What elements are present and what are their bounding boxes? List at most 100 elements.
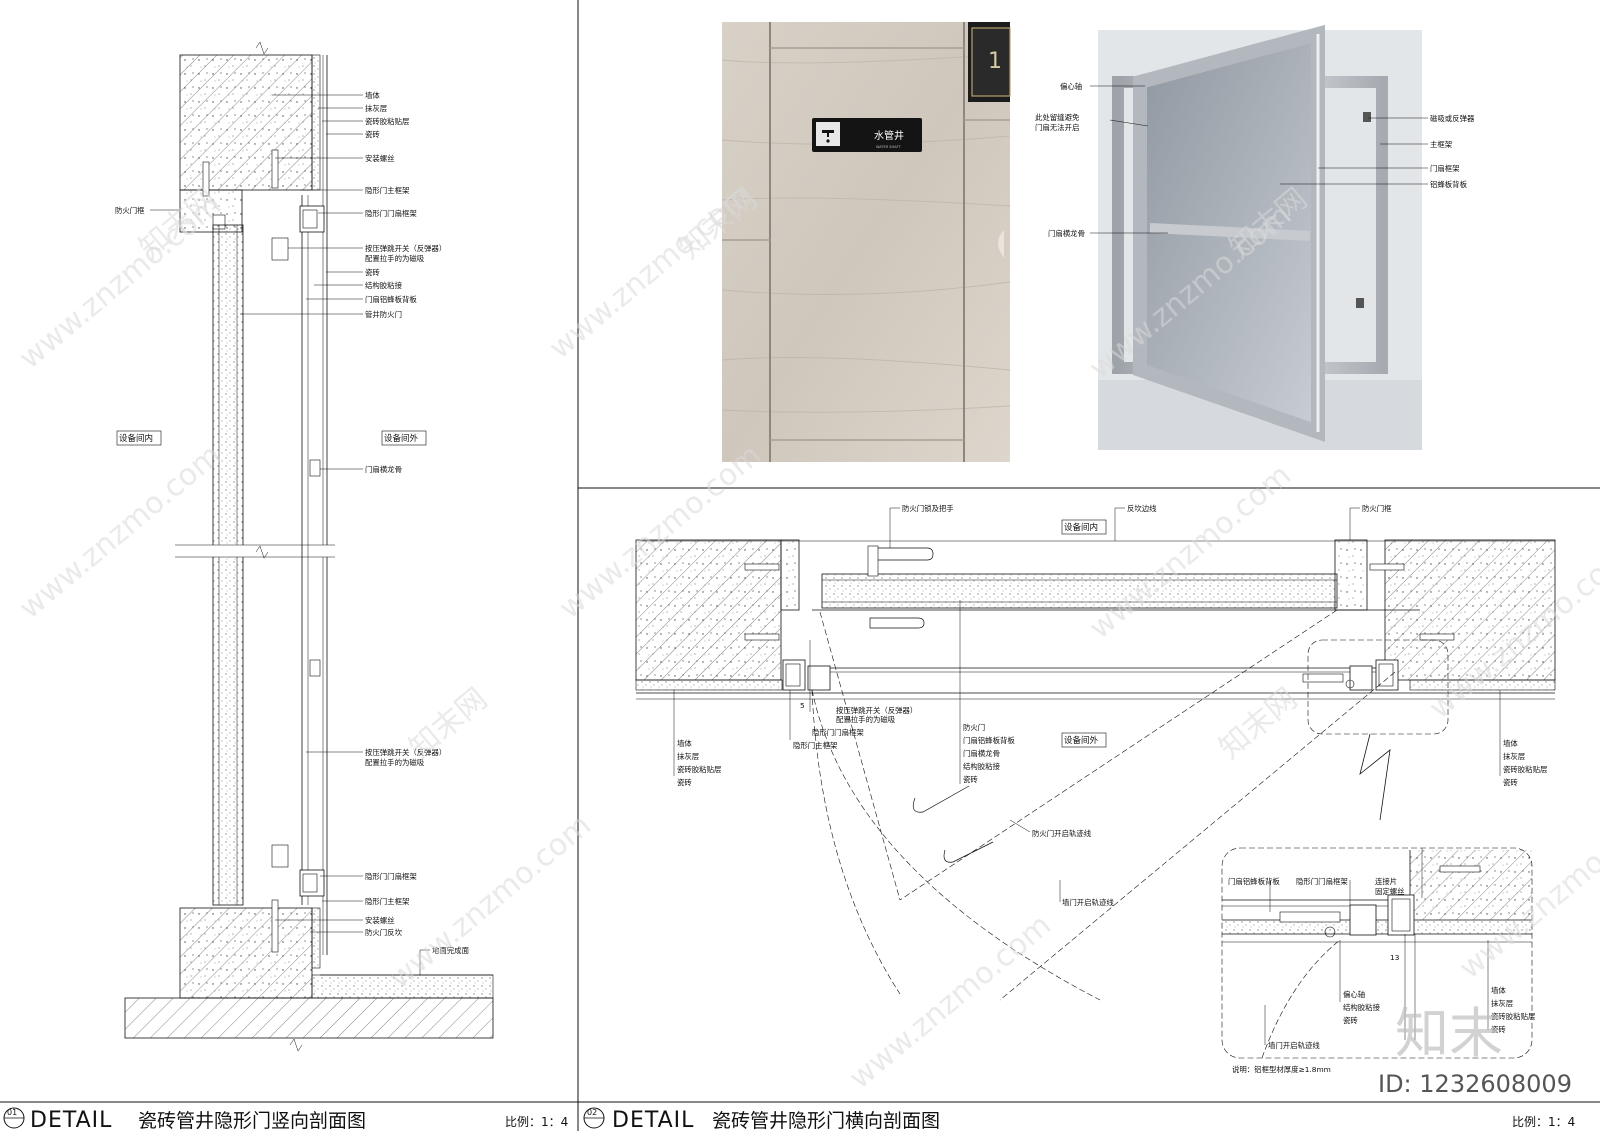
hs-mid-label-2: 隐形门门扇框架 bbox=[812, 728, 864, 737]
vs-label-0: 墙体 bbox=[365, 91, 380, 100]
vs-label-3: 瓷砖 bbox=[365, 130, 380, 139]
frame-label-1: 此处留缝避免 bbox=[1035, 113, 1080, 122]
frame-label-4: 磁吸或反弹器 bbox=[1430, 114, 1475, 123]
frame-label-5: 主框架 bbox=[1430, 140, 1453, 149]
inset-label-2: 连接片 bbox=[1375, 877, 1397, 886]
inset-label-8: 抹灰层 bbox=[1491, 999, 1513, 1008]
hs-right-layer-3: 瓷砖 bbox=[1503, 778, 1518, 787]
floor-plate-number: 1 bbox=[988, 49, 1002, 74]
watermark-url-8: www.znzmo.com bbox=[843, 908, 1058, 1097]
vs-label-8: 配置拉手的为磁吸 bbox=[365, 254, 425, 263]
vs-label-16: 隐形门门扇框架 bbox=[365, 872, 417, 881]
vs-label-fire-frame: 防火门框 bbox=[115, 206, 145, 215]
inset-detail-labels: 门扇铝蜂板背板 隐形门门扇框架 连接片 固定螺丝 偏心轴 结构胶粘接 瓷砖 墙体… bbox=[1228, 877, 1535, 1074]
inset-label-9: 瓷砖胶粘贴层 bbox=[1491, 1012, 1535, 1021]
watermark-url-2: www.znzmo.com bbox=[13, 438, 228, 627]
detail-number-2: 02 bbox=[587, 1108, 597, 1117]
vertical-section-labels: 墙体 抹灰层 瓷砖胶粘贴层 瓷砖 安装螺丝 隐形门主框架 隐形门门扇框架 按压弹… bbox=[115, 91, 469, 955]
hs-zone-inner: 设备间内 bbox=[1064, 522, 1098, 533]
vs-label-1: 抹灰层 bbox=[365, 104, 387, 113]
hs-left-layer-2: 瓷砖胶粘贴层 bbox=[677, 765, 721, 774]
right-scale: 比例：1：4 bbox=[1512, 1115, 1575, 1129]
inset-label-0: 门扇铝蜂板背板 bbox=[1228, 877, 1280, 886]
vs-label-4: 安装螺丝 bbox=[365, 154, 395, 163]
horizontal-section-drawing bbox=[635, 507, 1556, 1001]
hs-mid-label-8: 瓷砖 bbox=[963, 775, 978, 784]
hs-arc-label-1: 墙门开启轨迹线 bbox=[1062, 898, 1114, 907]
inset-label-4: 偏心轴 bbox=[1343, 990, 1365, 999]
detail-word: DETAIL bbox=[30, 1108, 112, 1131]
inset-detail-drawing bbox=[1221, 847, 1533, 1059]
vertical-section-drawing bbox=[116, 41, 494, 1052]
left-title-bar: 01 DETAIL 瓷砖管井隐形门竖向剖面图 比例：1：4 bbox=[3, 1107, 568, 1131]
hs-mid-label-1: 配置拉手的为磁吸 bbox=[836, 715, 896, 724]
hs-left-layer-3: 瓷砖 bbox=[677, 778, 692, 787]
vs-label-15: 配置拉手的为磁吸 bbox=[365, 758, 425, 767]
frame-label-7: 铝蜂板背板 bbox=[1430, 180, 1468, 189]
frame-label-0: 偏心轴 bbox=[1060, 82, 1082, 91]
hs-arc-label-0: 防火门开启轨迹线 bbox=[1032, 829, 1092, 838]
vs-label-19: 防火门反坎 bbox=[365, 928, 403, 937]
hs-mid-label-3: 隐形门主框架 bbox=[793, 741, 838, 750]
hs-mid-label-0: 按压弹跳开关（反弹器） bbox=[836, 706, 917, 715]
hs-right-layer-2: 瓷砖胶粘贴层 bbox=[1503, 765, 1547, 774]
inset-label-10: 瓷砖 bbox=[1491, 1025, 1506, 1034]
vs-zone-outer: 设备间外 bbox=[384, 433, 419, 444]
hs-zone-outer: 设备间外 bbox=[1064, 735, 1099, 746]
inset-label-1: 隐形门门扇框架 bbox=[1296, 877, 1348, 886]
hs-right-layer-0: 墙体 bbox=[1503, 739, 1518, 748]
faucet-icon bbox=[822, 130, 834, 137]
inset-dim-13: 13 bbox=[1390, 953, 1400, 962]
vs-label-18: 安装螺丝 bbox=[365, 916, 395, 925]
hs-mid-label-6: 门扇横龙骨 bbox=[963, 749, 1000, 758]
horizontal-section-labels: 防火门锁及把手 反坎边线 防火门框 设备间内 设备间外 墙体 抹灰层 瓷砖胶粘贴… bbox=[677, 504, 1547, 907]
watermark-brand-2: 知末网 bbox=[403, 681, 494, 766]
watermark-id: ID: 1232608009 bbox=[1378, 1070, 1572, 1098]
vs-label-2: 瓷砖胶粘贴层 bbox=[365, 117, 409, 126]
vs-label-9: 瓷砖 bbox=[365, 268, 380, 277]
hs-left-layer-0: 墙体 bbox=[677, 739, 692, 748]
inset-label-6: 瓷砖 bbox=[1343, 1016, 1358, 1025]
vs-label-20: 地面完成面 bbox=[432, 946, 469, 955]
vs-label-10: 结构胶粘接 bbox=[365, 281, 403, 290]
sign-subtext: WATER SHAFT bbox=[876, 145, 901, 149]
inset-arc-label: 墙门开启轨迹线 bbox=[1268, 1041, 1320, 1050]
frame-label-6: 门扇框架 bbox=[1430, 164, 1460, 173]
vs-label-7: 按压弹跳开关（反弹器） bbox=[365, 244, 446, 253]
watermark-logo: 知末 bbox=[1395, 1002, 1503, 1065]
hs-mid-label-7: 结构胶粘接 bbox=[963, 762, 1001, 771]
hs-top-label-0: 防火门锁及把手 bbox=[902, 504, 954, 513]
photo-aluminium-frame: 偏心轴 此处留缝避免 门扇无法开启 门扇横龙骨 磁吸或反弹器 主框架 门扇框架 … bbox=[1035, 24, 1475, 450]
inset-label-3: 固定螺丝 bbox=[1375, 887, 1405, 896]
inset-note: 说明：铝框型材厚度≥1.8mm bbox=[1232, 1065, 1331, 1074]
inset-label-7: 墙体 bbox=[1491, 986, 1506, 995]
detail-number: 01 bbox=[7, 1108, 17, 1117]
vs-label-6: 隐形门门扇框架 bbox=[365, 209, 417, 218]
hs-top-label-1: 反坎边线 bbox=[1127, 504, 1157, 513]
photo-tiled-door: 水管井 WATER SHAFT 1 bbox=[721, 22, 1011, 462]
vs-label-14: 按压弹跳开关（反弹器） bbox=[365, 748, 446, 757]
vs-label-5: 隐形门主框架 bbox=[365, 186, 410, 195]
hs-right-layer-1: 抹灰层 bbox=[1503, 752, 1525, 761]
sign-text: 水管井 bbox=[874, 129, 904, 142]
hs-top-label-2: 防火门框 bbox=[1362, 504, 1392, 513]
right-title-bar: 02 DETAIL 瓷砖管井隐形门横向剖面图 比例：1：4 bbox=[583, 1107, 1575, 1131]
inset-label-5: 结构胶粘接 bbox=[1343, 1003, 1381, 1012]
hs-dim-5: 5 bbox=[800, 701, 805, 710]
watermark-url-3: www.znzmo.com bbox=[383, 808, 598, 997]
watermark-brand-5: 知末网 bbox=[1213, 681, 1304, 766]
vs-label-13: 门扇横龙骨 bbox=[365, 465, 402, 474]
vs-label-12: 管井防火门 bbox=[365, 310, 402, 319]
vs-label-11: 门扇铝蜂板背板 bbox=[365, 295, 417, 304]
detail-word-2: DETAIL bbox=[612, 1108, 694, 1131]
frame-label-3: 门扇横龙骨 bbox=[1048, 229, 1085, 238]
hs-mid-label-5: 门扇铝蜂板背板 bbox=[963, 736, 1015, 745]
left-title: 瓷砖管井隐形门竖向剖面图 bbox=[138, 1110, 366, 1131]
hs-left-layer-1: 抹灰层 bbox=[677, 752, 699, 761]
vs-zone-inner: 设备间内 bbox=[119, 433, 153, 444]
right-title: 瓷砖管井隐形门横向剖面图 bbox=[712, 1110, 940, 1131]
left-scale: 比例：1：4 bbox=[505, 1115, 568, 1129]
vs-label-17: 隐形门主框架 bbox=[365, 897, 410, 906]
